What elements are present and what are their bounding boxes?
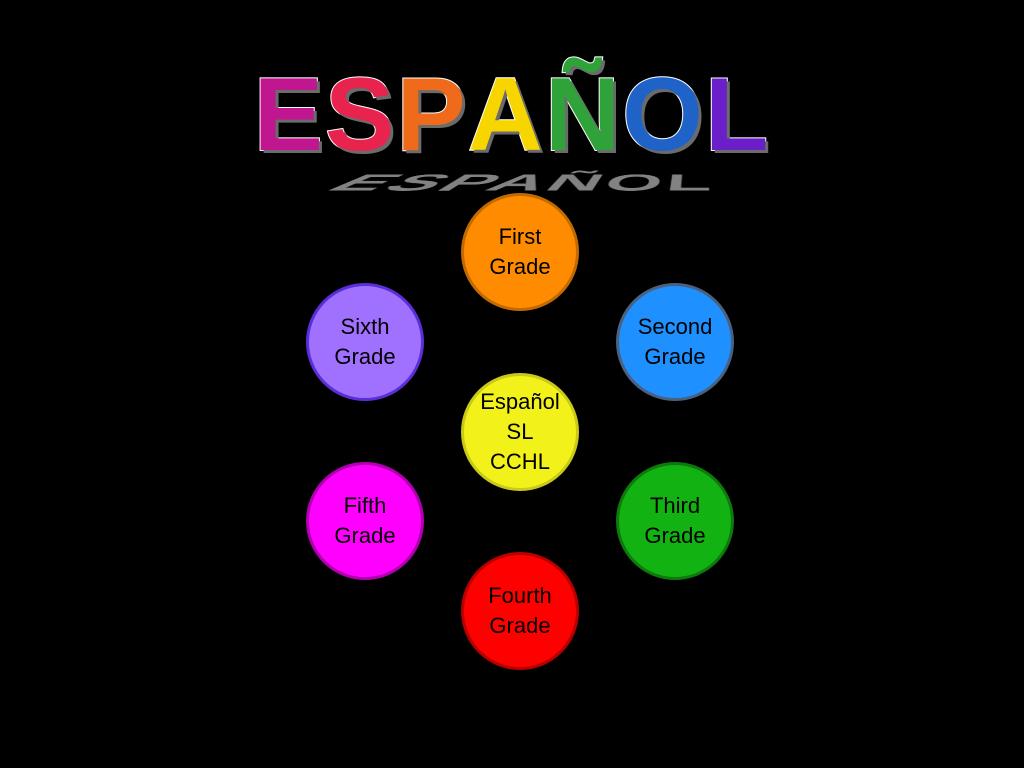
- grade-circle-fourth: Fourth Grade: [461, 552, 579, 670]
- title-text: ESPAÑOL: [0, 57, 1024, 173]
- title-letter: Ñ: [544, 57, 622, 173]
- title-letter: E: [253, 57, 325, 173]
- title-letter: L: [704, 57, 771, 173]
- title-letter: A: [467, 57, 545, 173]
- hub-circle: Español SL CCHL: [461, 373, 579, 491]
- grade-circle-sixth: Sixth Grade: [306, 283, 424, 401]
- grade-circle-fifth: Fifth Grade: [306, 462, 424, 580]
- grade-circle-third: Third Grade: [616, 462, 734, 580]
- grade-circle-second: Second Grade: [616, 283, 734, 401]
- title-letter: P: [395, 57, 468, 173]
- title-letter: S: [324, 57, 397, 173]
- grade-circle-first: First Grade: [461, 193, 579, 311]
- title: ESPAÑOL ESPAÑOL: [0, 57, 1024, 196]
- title-letter: O: [621, 57, 705, 173]
